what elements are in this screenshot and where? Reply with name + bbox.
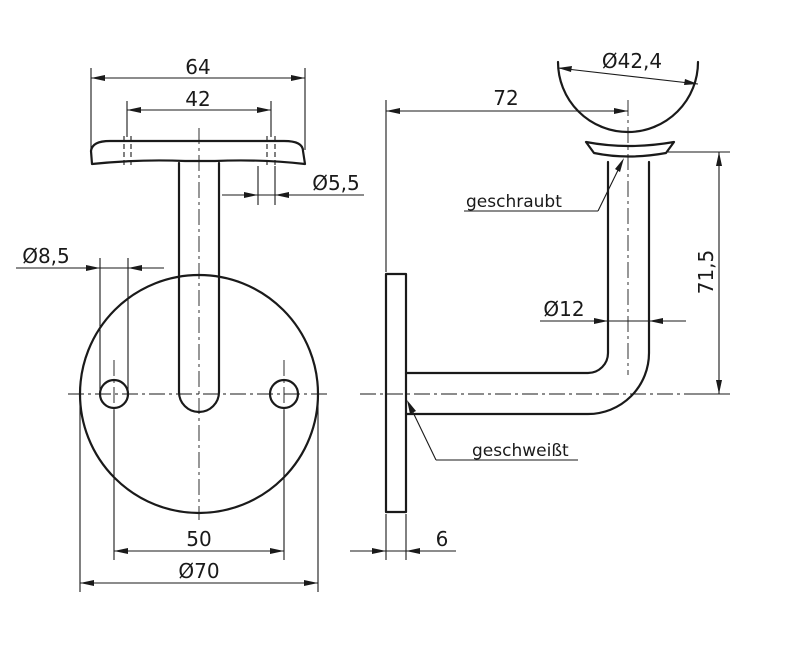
dim-6: 6: [350, 514, 456, 560]
note-screwed-label: geschraubt: [466, 192, 562, 212]
note-welded-label: geschweißt: [472, 441, 569, 461]
arrow-head: [127, 107, 141, 113]
tube-outer-edge: [404, 160, 651, 416]
arrow-head: [386, 108, 400, 114]
arrow-head: [372, 548, 386, 554]
dim-label-rail-dia: Ø42,4: [602, 49, 662, 73]
dim-label-bolt-dia: Ø5,5: [312, 171, 360, 195]
arrow-head: [270, 548, 284, 554]
dim-label-tube-dia: Ø12: [543, 297, 584, 321]
arrow-head: [406, 548, 420, 554]
dim-label-projection: 72: [493, 86, 518, 110]
dim-label-hole-spacing-bottom: 50: [186, 527, 211, 551]
arrow-head: [615, 158, 624, 172]
leader-line: [408, 403, 437, 461]
dim-64: 64: [90, 55, 306, 150]
dim-label-hole-spacing-top: 42: [185, 87, 210, 111]
arrow-head: [86, 265, 100, 271]
arrow-head: [649, 318, 663, 324]
dim-72: 72: [385, 86, 628, 272]
dim-71-5: 71,5: [668, 151, 730, 395]
rail-saddle: [584, 140, 676, 158]
arrow-head: [244, 192, 258, 198]
arrow-head: [91, 75, 105, 81]
dim-tube-dia: Ø12: [540, 297, 686, 324]
dim-plate-dia: Ø70: [79, 400, 319, 592]
wall-plate: [384, 272, 408, 514]
arrow-head: [407, 400, 416, 414]
dim-label-plate-thickness: 6: [436, 527, 449, 551]
arrow-head: [614, 108, 628, 114]
side-view: [360, 60, 728, 514]
dim-bolt-dia: Ø5,5: [222, 166, 364, 205]
leader-line: [557, 67, 699, 85]
arrow-head: [291, 75, 305, 81]
arrow-head: [128, 265, 142, 271]
saddle-plate: [89, 139, 307, 166]
arrow-head: [558, 66, 572, 72]
note-welded: geschweißt: [407, 400, 578, 461]
arrow-head: [114, 548, 128, 554]
dim-label-top-width: 64: [185, 55, 210, 79]
note-screwed: geschraubt: [464, 158, 624, 212]
front-view: [68, 128, 330, 520]
arrow-head: [304, 580, 318, 586]
dim-label-hole-dia: Ø8,5: [22, 244, 70, 268]
dim-hole-dia: Ø8,5: [16, 244, 164, 394]
tube-inner-edge: [404, 160, 610, 375]
dim-42: 42: [126, 87, 272, 137]
arrow-head: [684, 79, 698, 85]
arrow-head: [716, 152, 722, 166]
arrow-head: [275, 192, 289, 198]
dim-rail-dia: Ø42,4: [557, 49, 699, 85]
dim-50: 50: [113, 410, 285, 560]
arrow-head: [80, 580, 94, 586]
dim-label-plate-dia: Ø70: [178, 559, 219, 583]
arrow-head: [257, 107, 271, 113]
arrow-head: [594, 318, 608, 324]
dim-label-height: 71,5: [694, 250, 718, 295]
arrow-head: [716, 380, 722, 394]
